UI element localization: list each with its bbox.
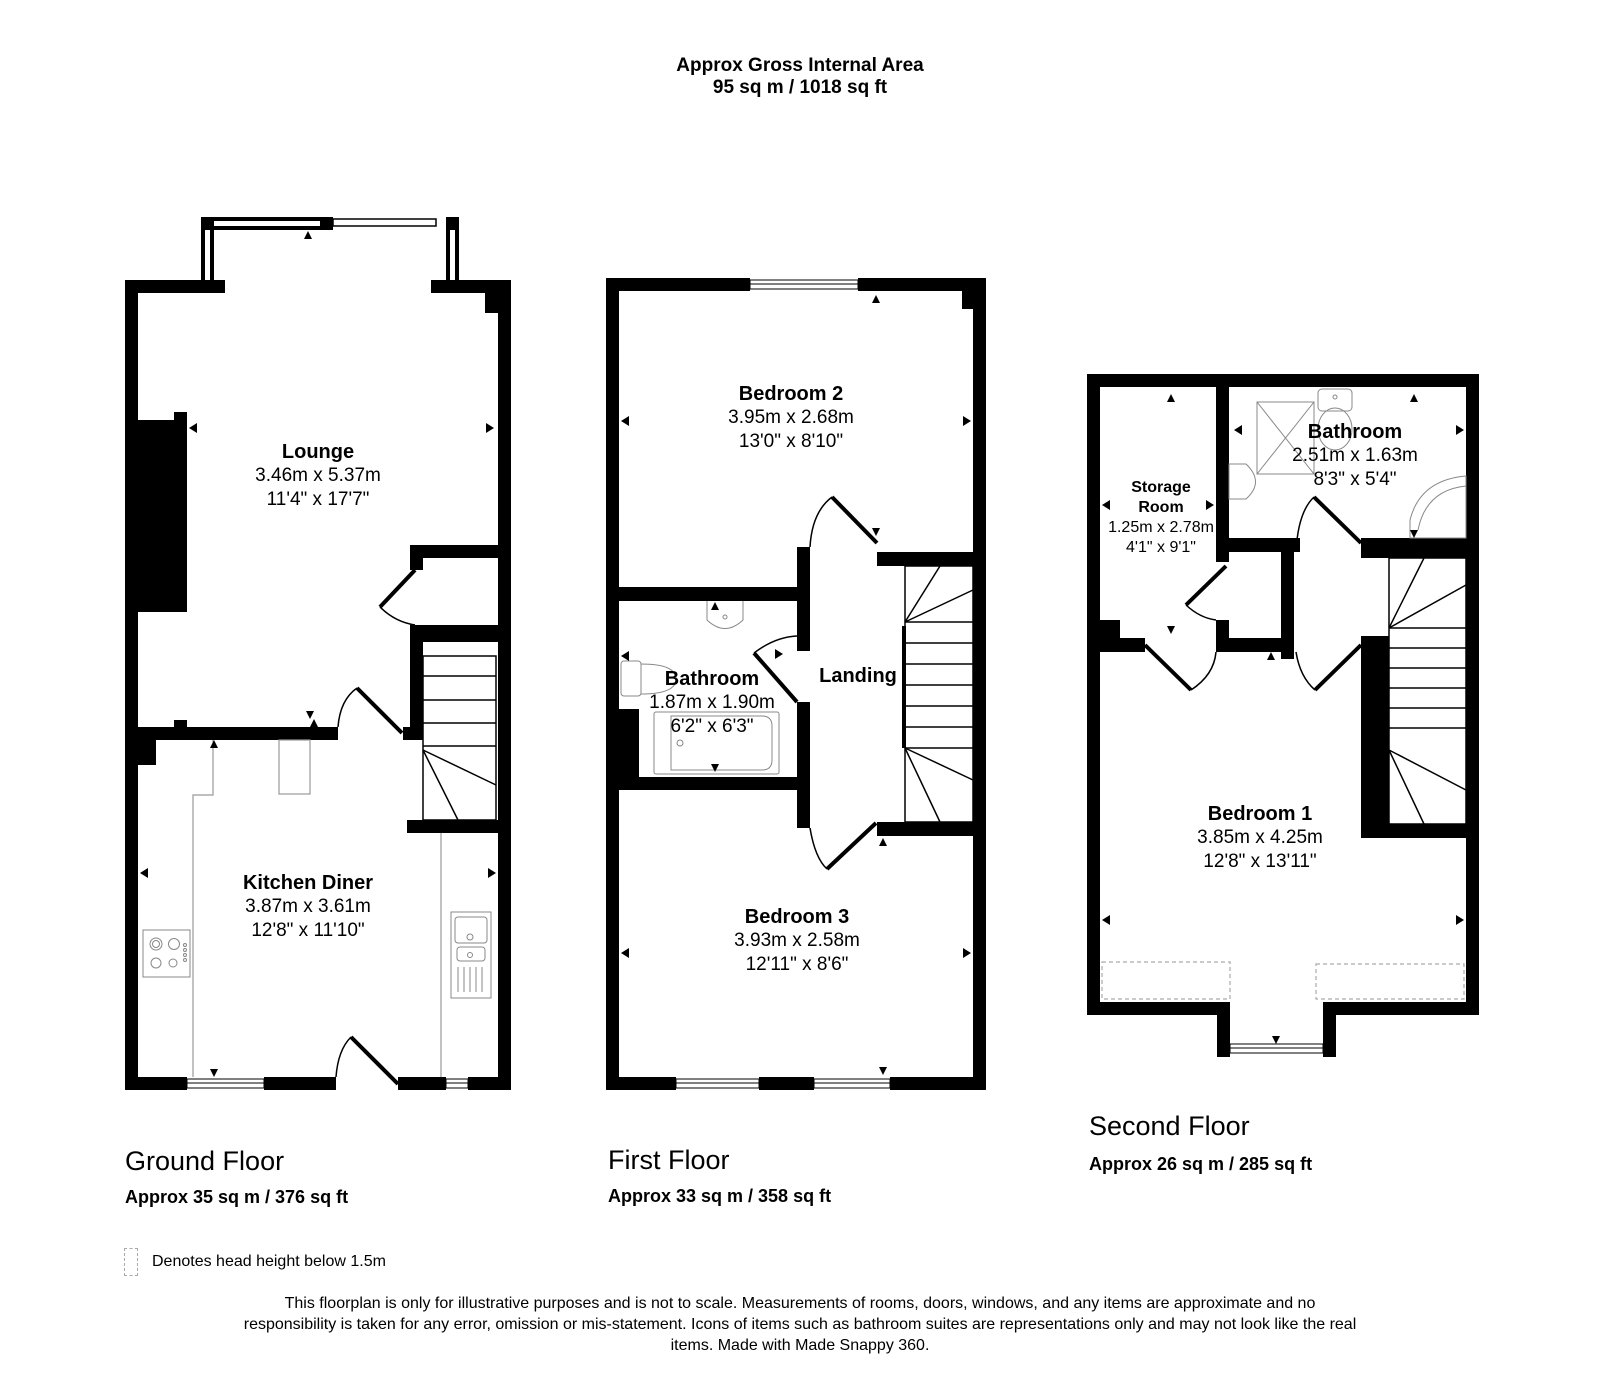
room-lounge: Lounge 3.46m x 5.37m 11'4" x 17'7" — [255, 440, 381, 512]
room-metric: 1.87m x 1.90m — [649, 692, 775, 713]
room-name: Bedroom 2 — [738, 383, 844, 405]
room-imperial: 8'3" x 5'4" — [1313, 469, 1397, 490]
first-floor-title: First Floor — [608, 1145, 730, 1175]
corner-bath-icon — [1409, 475, 1467, 539]
room-name-line2: Room — [1138, 499, 1184, 516]
room-bedroom-1: Bedroom 1 3.85m x 4.25m 12'8" x 13'11" — [1197, 802, 1323, 874]
room-name: Bathroom — [1307, 421, 1403, 443]
second-floor-title: Second Floor — [1089, 1111, 1250, 1141]
room-bedroom-2: Bedroom 2 3.95m x 2.68m 13'0" x 8'10" — [728, 382, 854, 454]
toilet-icon — [620, 660, 642, 697]
room-bathroom-second: Bathroom 2.51m x 1.63m 8'3" x 5'4" — [1292, 420, 1418, 492]
shower-tray-icon — [1256, 401, 1315, 475]
header-total-area: 95 sq m / 1018 sq ft — [712, 77, 888, 98]
room-name: Bathroom — [664, 668, 760, 690]
room-metric: 3.87m x 3.61m — [245, 896, 371, 917]
room-bathroom-first: Bathroom 1.87m x 1.90m 6'2" x 6'3" — [649, 667, 775, 739]
room-name: Bedroom 3 — [744, 906, 850, 928]
room-name: Kitchen Diner — [242, 872, 374, 894]
room-storage: Storage Room 1.25m x 2.78m 4'1" x 9'1" — [1108, 478, 1214, 558]
room-imperial: 11'4" x 17'7" — [266, 489, 370, 510]
legend-text: Denotes head height below 1.5m — [152, 1253, 386, 1270]
room-name: Bedroom 1 — [1207, 803, 1313, 825]
room-metric: 1.25m x 2.78m — [1108, 519, 1214, 536]
room-imperial: 6'2" x 6'3" — [670, 716, 754, 737]
room-metric: 3.93m x 2.58m — [734, 930, 860, 951]
room-metric: 2.51m x 1.63m — [1292, 445, 1418, 466]
room-imperial: 12'8" x 13'11" — [1203, 851, 1317, 872]
room-imperial: 12'8" x 11'10" — [251, 920, 365, 941]
legend: Denotes head height below 1.5m — [124, 1248, 386, 1276]
room-metric: 3.46m x 5.37m — [255, 465, 381, 486]
room-name-line1: Storage — [1131, 479, 1191, 496]
room-bedroom-3: Bedroom 3 3.93m x 2.58m 12'11" x 8'6" — [734, 905, 860, 977]
first-floor-plan — [606, 278, 986, 1090]
basin-icon — [706, 601, 744, 629]
ground-floor-area: Approx 35 sq m / 376 sq ft — [125, 1187, 349, 1207]
bath-icon — [653, 711, 780, 775]
second-floor-plan — [1087, 374, 1479, 1057]
room-kitchen-diner: Kitchen Diner 3.87m x 3.61m 12'8" x 11'1… — [243, 871, 373, 943]
toilet-icon — [1317, 388, 1353, 412]
second-floor-area: Approx 26 sq m / 285 sq ft — [1089, 1154, 1313, 1174]
disclaimer-text: This floorplan is only for illustrative … — [243, 1295, 1357, 1354]
header-title: Approx Gross Internal Area — [676, 55, 924, 76]
room-metric: 3.95m x 2.68m — [728, 407, 854, 428]
room-imperial: 12'11" x 8'6" — [745, 954, 849, 975]
basin-icon — [1228, 463, 1256, 500]
ground-floor-plan — [125, 217, 511, 1090]
low-headroom-area — [1101, 961, 1465, 1000]
room-imperial: 4'1" x 9'1" — [1126, 539, 1196, 556]
dashed-box-icon — [124, 1248, 138, 1276]
room-name: Lounge — [281, 441, 355, 463]
hob-icon — [142, 929, 191, 978]
gross-area-header: Approx Gross Internal Area 95 sq m / 101… — [0, 55, 1600, 99]
room-imperial: 13'0" x 8'10" — [738, 431, 844, 452]
first-floor-area: Approx 33 sq m / 358 sq ft — [608, 1186, 832, 1206]
sink-icon — [450, 911, 492, 999]
room-name: Landing — [819, 665, 897, 687]
room-metric: 3.85m x 4.25m — [1197, 827, 1323, 848]
room-landing: Landing — [819, 664, 897, 688]
ground-floor-title: Ground Floor — [125, 1146, 285, 1176]
